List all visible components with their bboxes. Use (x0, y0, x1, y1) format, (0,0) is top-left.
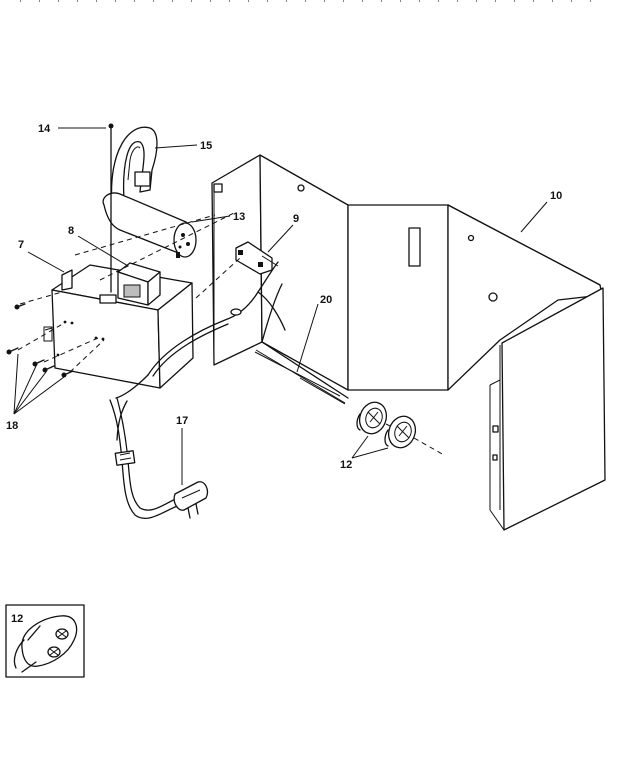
wiring (147, 261, 346, 405)
screws-18 (6, 303, 74, 378)
inset-detail-12: 12 (5, 604, 85, 678)
label-part-15: 15 (200, 140, 212, 152)
relay-component (99, 262, 161, 306)
label-part-17: 17 (176, 415, 188, 427)
label-part-20: 20 (320, 294, 332, 306)
power-cord (109, 374, 209, 520)
label-part-13: 13 (233, 211, 245, 223)
capacitor (102, 192, 197, 258)
label-part-12: 12 (340, 459, 352, 471)
label-part-18: 18 (6, 420, 18, 432)
label-part-7: 7 (18, 239, 24, 251)
cabinet-housing (211, 154, 606, 531)
fuse-holder-1 (356, 401, 388, 435)
leader-lines (13, 127, 548, 485)
label-part-14: 14 (38, 123, 51, 135)
inset-label-12: 12 (11, 613, 23, 625)
capacitor-bracket (110, 126, 158, 206)
assembly-lines (17, 211, 445, 456)
label-part-10: 10 (550, 190, 562, 202)
screw-14 (108, 123, 114, 293)
label-part-8: 8 (68, 225, 74, 237)
fuse-holder-2 (384, 415, 417, 449)
label-part-9: 9 (293, 213, 299, 225)
part-labels: 14 15 13 9 8 7 10 20 17 18 12 (6, 123, 562, 471)
